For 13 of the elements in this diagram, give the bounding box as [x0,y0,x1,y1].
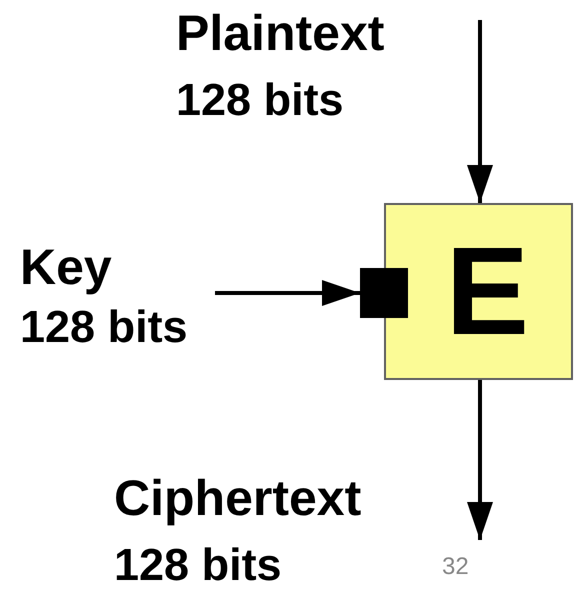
input-label: Plaintext [176,4,384,63]
output-label: Ciphertext [114,469,362,528]
size-label: 128 bits [176,73,344,127]
port-square [360,268,408,318]
arrow [467,20,493,203]
size-label: 128 bits [20,300,188,354]
arrow [467,380,493,540]
size-label: 128 bits [114,538,282,590]
encryption-box [384,203,573,380]
input-label: Key [20,238,112,297]
page-number: 32 [442,552,469,582]
arrow [215,280,360,306]
box-letter: E [446,229,529,354]
